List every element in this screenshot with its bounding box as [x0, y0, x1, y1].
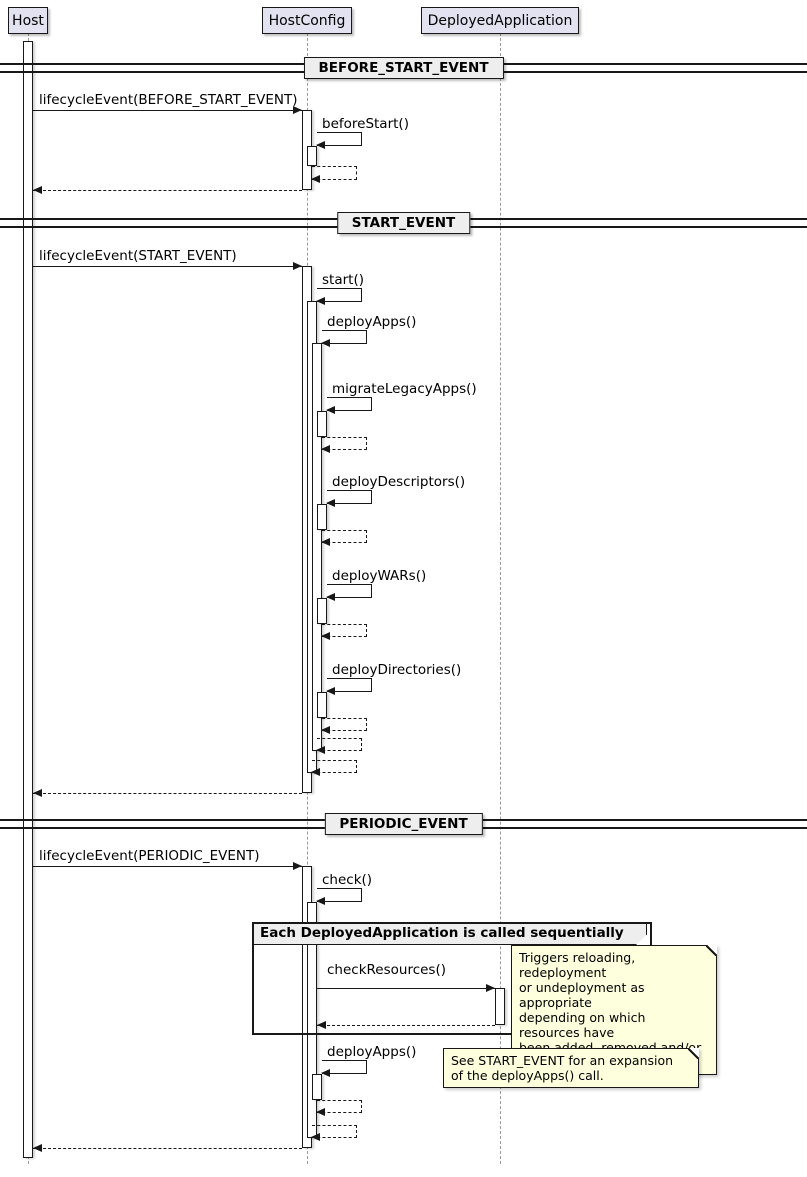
activation-deploy-descriptors: [317, 504, 327, 530]
message-label-lifecycle-start: lifecycleEvent(START_EVENT): [39, 248, 237, 264]
self-return-deploy-descriptors: [321, 530, 367, 546]
divider-label: PERIODIC_EVENT: [324, 813, 483, 835]
self-return-check: [311, 1125, 357, 1141]
self-call-deploy-wars: [326, 584, 372, 601]
divider-label: START_EVENT: [336, 212, 471, 234]
message-arrow-lifecycle-periodic: [33, 862, 302, 871]
self-call-before-start: [316, 132, 362, 149]
arrowhead-icon: [316, 141, 325, 149]
arrowhead-icon: [293, 106, 302, 114]
message-label-migrate-legacy-apps: migrateLegacyApps(): [332, 381, 477, 397]
self-return-start: [311, 760, 357, 776]
arrowhead-icon: [316, 897, 325, 905]
message-label-check: check(): [322, 872, 373, 888]
divider-periodic-event: PERIODIC_EVENT: [0, 813, 807, 835]
lifeline-deployedapplication: [500, 33, 501, 1164]
arrowhead-icon: [316, 297, 325, 305]
arrow-line: [33, 266, 302, 267]
arrowhead-icon: [321, 538, 330, 546]
message-label-lifecycle-before-start: lifecycleEvent(BEFORE_START_EVENT): [39, 92, 298, 108]
arrow-line: [33, 110, 302, 111]
activation-deploy-wars: [317, 598, 327, 624]
message-arrow-lifecycle-start: [33, 262, 302, 271]
self-return-deploy-apps-periodic: [316, 1100, 362, 1116]
self-call-check: [316, 888, 362, 905]
arrowhead-icon: [326, 406, 335, 414]
participant-hostconfig: HostConfig: [262, 7, 352, 34]
note-deploy-apps: See START_EVENT for an expansion of the …: [443, 1048, 699, 1088]
arrowhead-icon: [293, 862, 302, 870]
arrowhead-icon: [311, 768, 320, 776]
arrowhead-icon: [33, 186, 42, 194]
message-label-check-resources: checkResources(): [327, 962, 447, 978]
self-call-deploy-descriptors: [326, 490, 372, 507]
note-fold-icon: [706, 945, 717, 956]
divider-start-event: START_EVENT: [0, 212, 807, 234]
self-return-deploy-apps: [316, 738, 362, 754]
message-label-deploy-apps-periodic: deployApps(): [327, 1044, 417, 1060]
arrow-line: [33, 190, 302, 191]
arrowhead-icon: [486, 984, 495, 992]
arrow-line: [33, 1148, 302, 1149]
message-label-before-start: beforeStart(): [322, 116, 409, 132]
arrowhead-icon: [321, 726, 330, 734]
note-fold-icon: [688, 1048, 699, 1059]
activation-check-resources: [495, 988, 505, 1025]
self-call-deploy-apps: [321, 330, 367, 347]
arrowhead-icon: [326, 593, 335, 601]
activation-deploy-apps: [312, 343, 322, 751]
message-label-deploy-descriptors: deployDescriptors(): [332, 474, 466, 490]
arrowhead-icon: [321, 1069, 330, 1077]
arrow-line: [33, 793, 302, 794]
message-label-deploy-apps: deployApps(): [327, 314, 417, 330]
self-call-deploy-apps-periodic: [321, 1060, 367, 1077]
message-arrow-lifecycle-before-start: [33, 106, 302, 115]
message-label-deploy-wars: deployWARs(): [332, 568, 427, 584]
note-text: Triggers reloading, redeployment or unde…: [519, 950, 701, 1070]
return-arrow-before-start: [33, 186, 302, 195]
note-text: See START_EVENT for an expansion of the …: [451, 1053, 674, 1083]
arrow-line: [317, 1025, 495, 1026]
message-label-deploy-directories: deployDirectories(): [332, 662, 462, 678]
arrowhead-icon: [317, 1021, 326, 1029]
arrowhead-icon: [316, 1108, 325, 1116]
self-call-deploy-directories: [326, 678, 372, 695]
arrowhead-icon: [311, 175, 320, 183]
message-arrow-check-resources: [317, 984, 495, 993]
arrowhead-icon: [316, 746, 325, 754]
group-frame: Each DeployedApplication is called seque…: [252, 922, 652, 1035]
self-return-migrate-legacy-apps: [321, 437, 367, 453]
self-return-deploy-wars: [321, 624, 367, 640]
divider-label: BEFORE_START_EVENT: [303, 57, 504, 79]
self-return-deploy-directories: [321, 718, 367, 734]
activation-migrate-legacy-apps: [317, 411, 327, 437]
arrowhead-icon: [326, 499, 335, 507]
arrowhead-icon: [326, 687, 335, 695]
activation-before-start: [307, 146, 317, 166]
self-call-start: [316, 288, 362, 305]
participant-host: Host: [8, 7, 48, 34]
arrowhead-icon: [293, 262, 302, 270]
participant-deployedapplication: DeployedApplication: [421, 7, 579, 34]
activation-host: [23, 41, 33, 1158]
message-label-lifecycle-periodic: lifecycleEvent(PERIODIC_EVENT): [39, 848, 260, 864]
activation-deploy-directories: [317, 692, 327, 718]
arrowhead-icon: [33, 1144, 42, 1152]
arrowhead-icon: [33, 789, 42, 797]
arrowhead-icon: [321, 632, 330, 640]
divider-before-start-event: BEFORE_START_EVENT: [0, 57, 807, 79]
self-call-migrate-legacy-apps: [326, 397, 372, 414]
return-arrow-periodic: [33, 1144, 302, 1153]
group-header-label: Each DeployedApplication is called seque…: [254, 924, 647, 945]
arrow-line: [33, 866, 302, 867]
return-arrow-start: [33, 789, 302, 798]
arrowhead-icon: [321, 445, 330, 453]
arrowhead-icon: [321, 339, 330, 347]
return-arrow-check-resources: [317, 1021, 495, 1030]
self-return-before-start: [311, 166, 357, 183]
arrowhead-icon: [311, 1133, 320, 1141]
message-label-start: start(): [322, 272, 364, 288]
arrow-line: [317, 988, 495, 989]
activation-deploy-apps-periodic: [312, 1074, 322, 1100]
